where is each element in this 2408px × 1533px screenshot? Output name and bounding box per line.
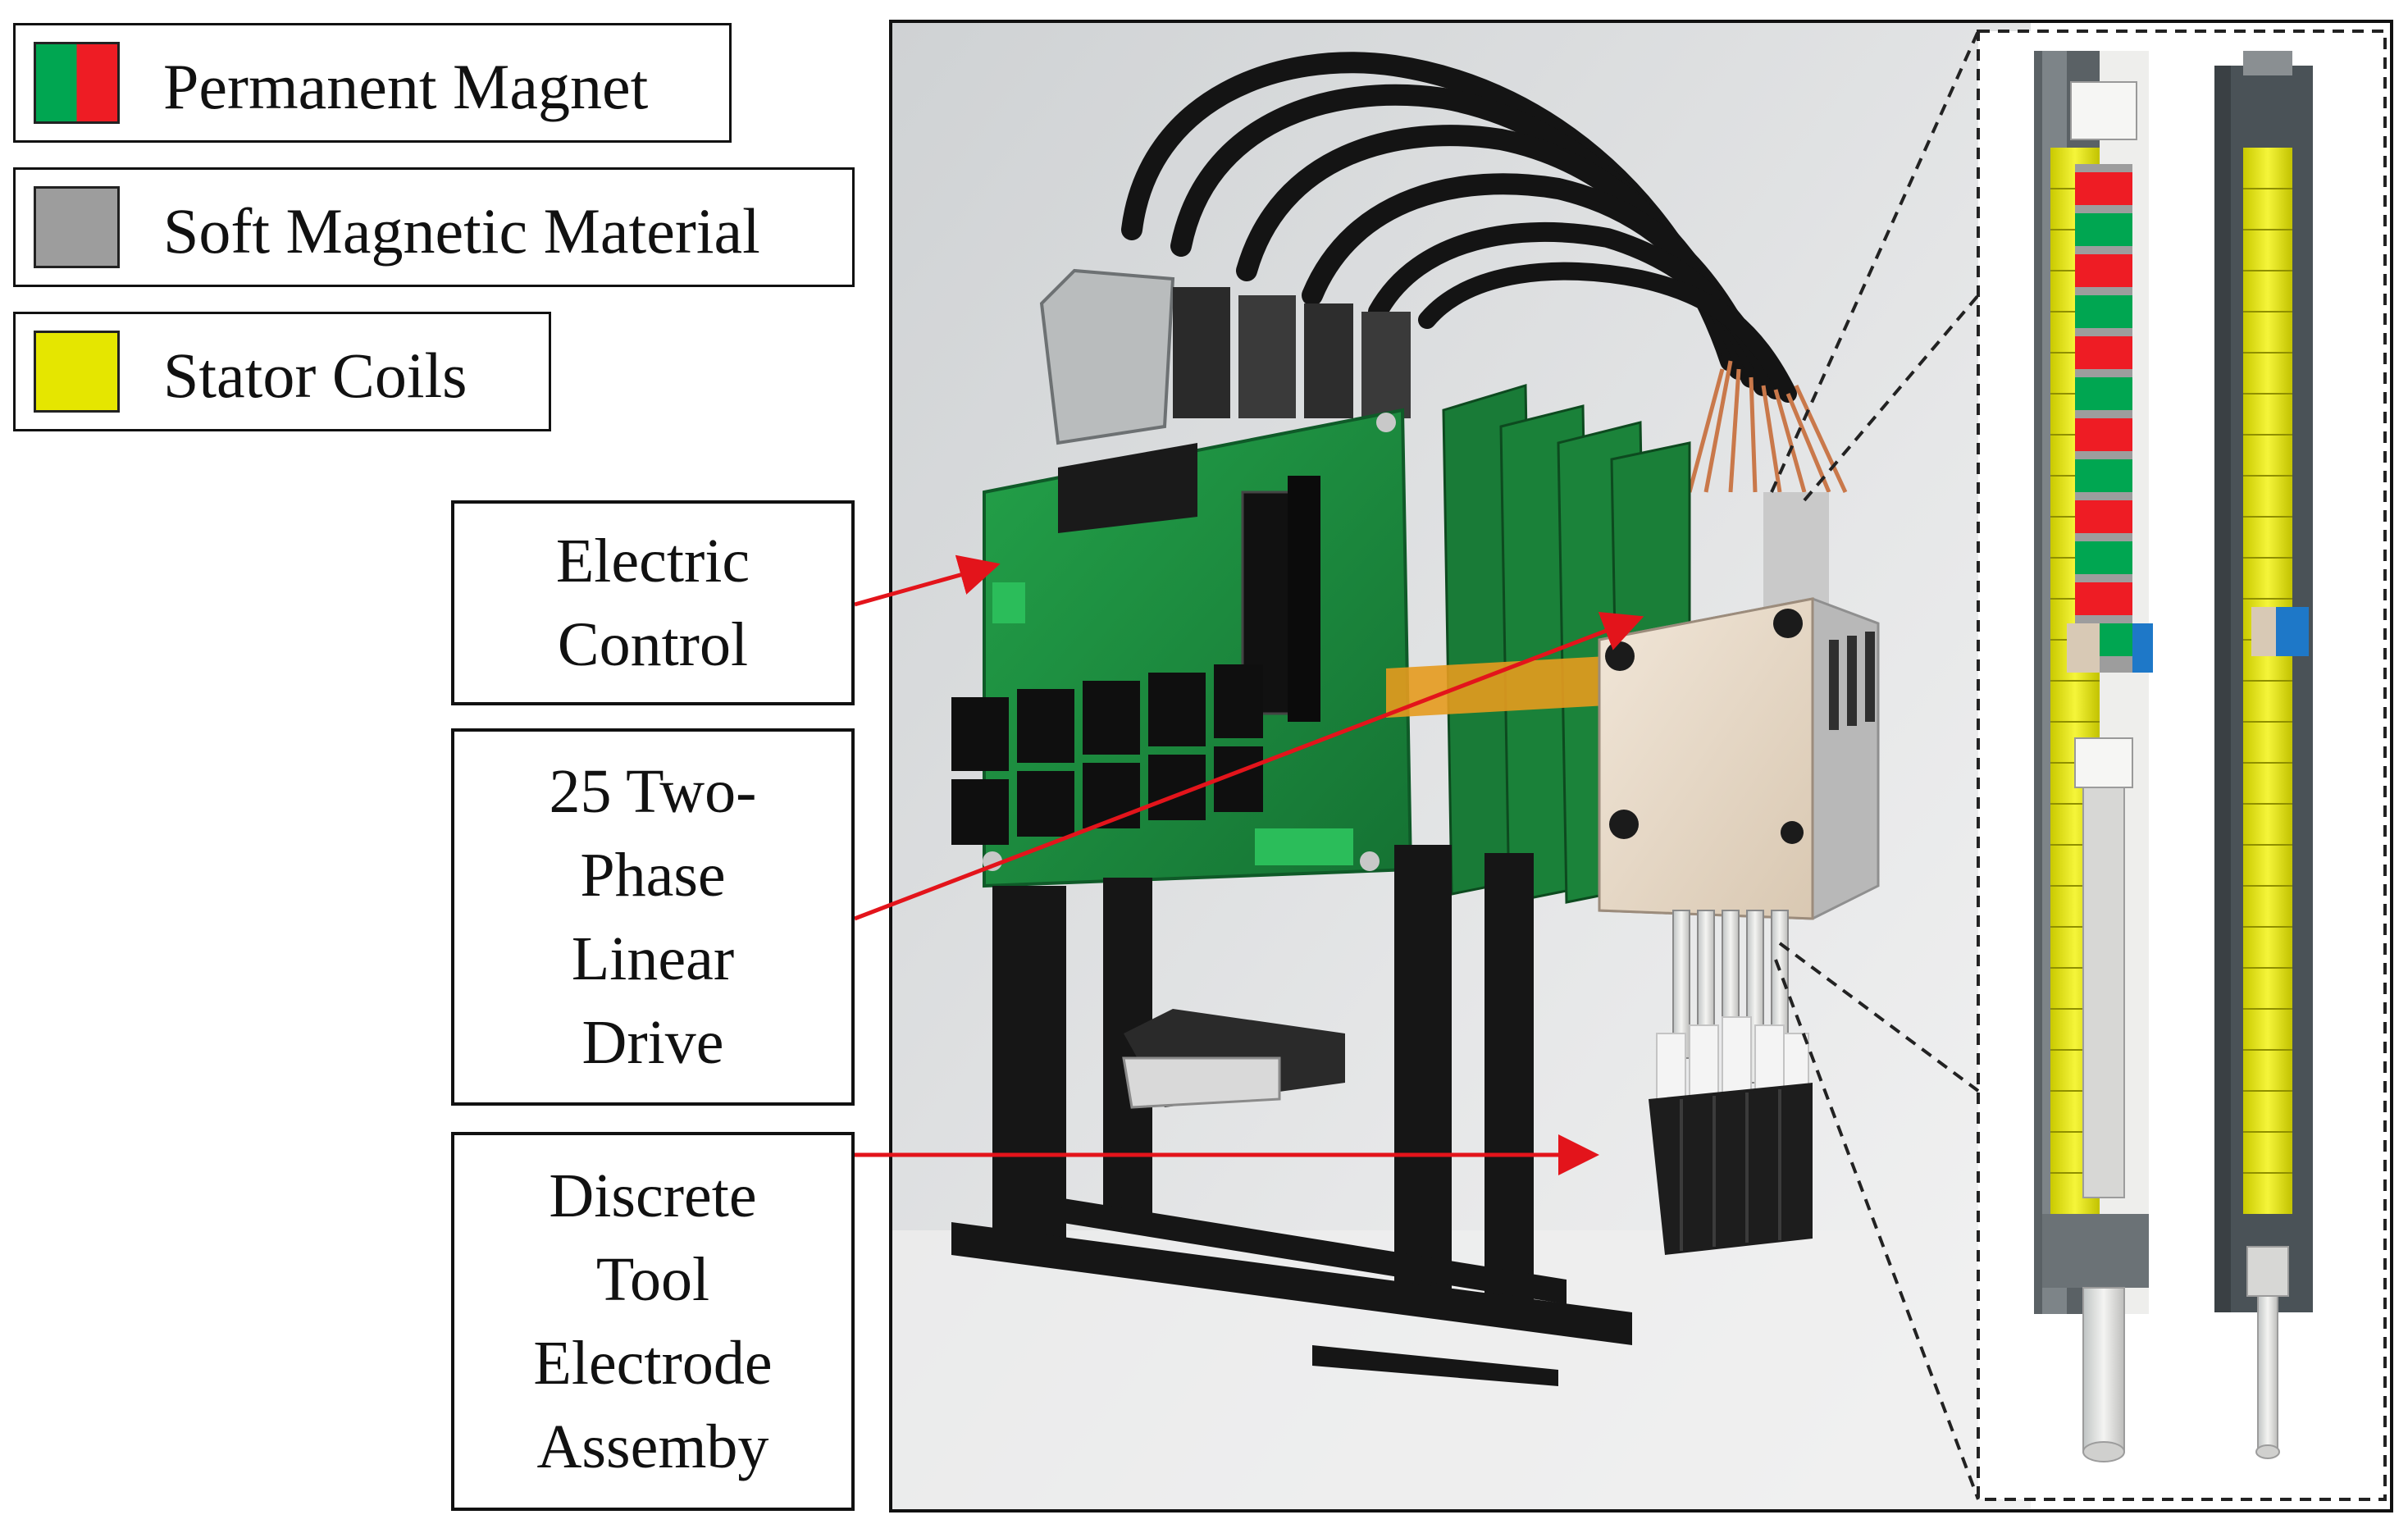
legend-label: Permanent Magnet	[163, 51, 649, 122]
callout-text: Electric Control	[556, 519, 750, 687]
callout-line: Tool	[595, 1245, 710, 1314]
callout-electrode-assembly: Discrete Tool Electrode Assemby	[451, 1132, 855, 1511]
cable-bundle	[1121, 52, 1797, 403]
callout-line: Drive	[581, 1008, 724, 1077]
copper-wires	[1687, 360, 1848, 494]
legend-soft-magnetic-material: Soft Magnetic Material	[13, 167, 855, 287]
top-connectors	[1039, 268, 1411, 445]
permanent-magnet-swatch	[34, 42, 120, 124]
callout-line: Phase	[580, 841, 726, 910]
callout-line: Linear	[571, 924, 735, 993]
stator-coil-swatch	[34, 331, 120, 413]
callout-text: Discrete Tool Electrode Assemby	[533, 1154, 772, 1489]
electrode-bundle	[1649, 910, 1813, 1255]
legend-stator-coils: Stator Coils	[13, 312, 551, 431]
callout-electric-control: Electric Control	[451, 500, 855, 705]
legend-label: Stator Coils	[163, 340, 467, 411]
cross-section-view	[2034, 51, 2153, 1462]
flex-cable	[1386, 656, 1608, 718]
callout-line: Assemby	[536, 1412, 769, 1481]
figure-frame	[889, 20, 2393, 1512]
arrow-electric-control	[854, 554, 1001, 607]
arrow-linear-drive	[854, 611, 1644, 921]
callout-line: 25 Two-	[549, 757, 757, 826]
callout-line: Electrode	[533, 1329, 773, 1398]
lower-connector	[1122, 1009, 1345, 1109]
stand	[951, 845, 1632, 1386]
callout-text: 25 Two- Phase Linear Drive	[550, 750, 757, 1084]
exterior-view	[2214, 51, 2313, 1459]
main-pcb	[951, 408, 1413, 888]
callout-linear-drive: 25 Two- Phase Linear Drive	[451, 728, 855, 1106]
callout-line: Electric	[555, 527, 750, 595]
callout-line: Discrete	[549, 1161, 757, 1230]
legend-label: Soft Magnetic Material	[163, 195, 760, 267]
callout-arrows	[854, 554, 1644, 1175]
legend-permanent-magnet: Permanent Magnet	[13, 23, 732, 143]
callout-line: Control	[557, 610, 749, 679]
magnet-stack	[2075, 172, 2132, 656]
soft-magnetic-swatch	[34, 186, 120, 268]
linear-drive-housing	[1598, 492, 1880, 920]
